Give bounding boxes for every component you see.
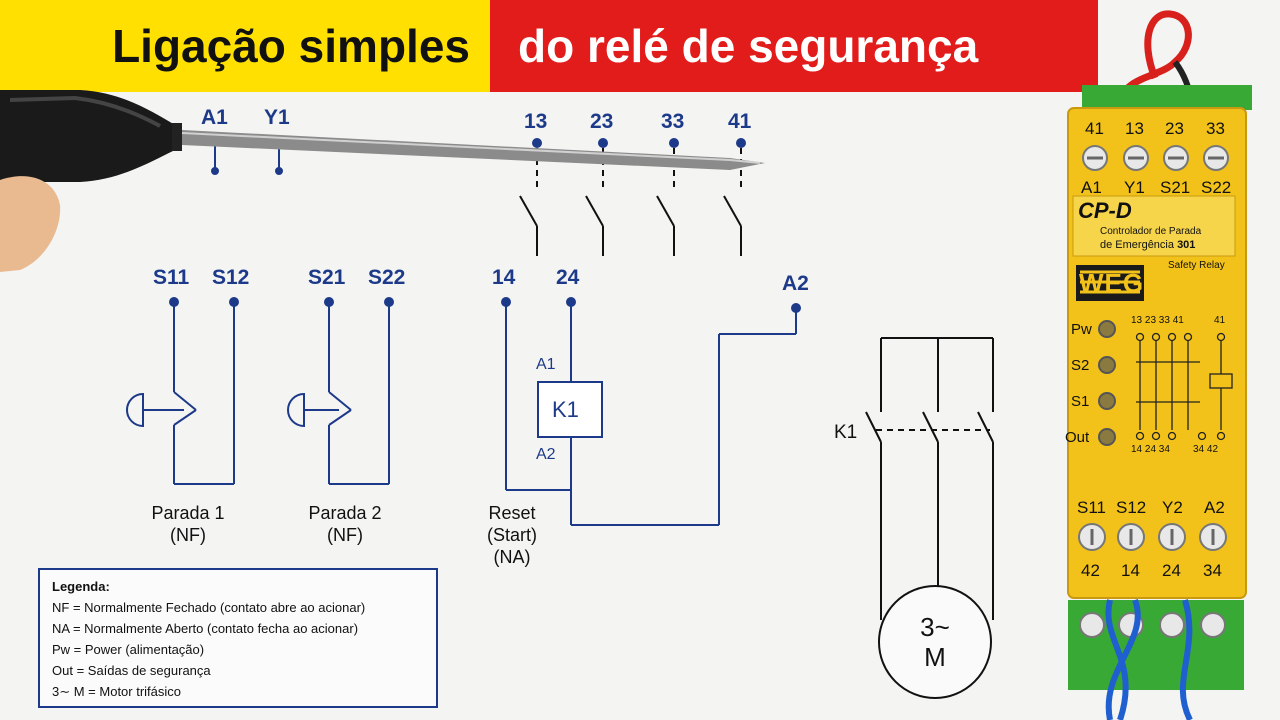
caption-stop-2: Parada 2(NF) <box>308 503 382 545</box>
relay-desc-1: Controlador de Parada <box>1100 226 1202 237</box>
legend-box: Legenda: NF = Normalmente Fechado (conta… <box>38 568 438 708</box>
terminal-41: 41 <box>728 110 752 133</box>
terminal-14: 14 <box>492 266 516 289</box>
relay-bottom-label-2: S12 <box>1116 498 1147 517</box>
relay-bottom-terminal-3: 24 <box>1162 561 1181 580</box>
relay-schematic-bottom-right: 34 42 <box>1193 444 1219 455</box>
terminal-s21: S21 <box>308 266 346 289</box>
legend-item-motor: 3∼ M = Motor trifásico <box>52 684 182 699</box>
terminal-23: 23 <box>590 110 614 133</box>
relay-bottom-terminal-1: 42 <box>1081 561 1100 580</box>
legend-item-na: NA = Normalmente Aberto (contato fecha a… <box>52 621 359 636</box>
relay-bottom-label-3: Y2 <box>1162 498 1183 517</box>
relay-bottom-terminal-4: 34 <box>1203 561 1222 580</box>
relay-led-out: Out <box>1065 429 1090 446</box>
relay-brand: WEG <box>1079 268 1145 298</box>
terminal-33: 33 <box>661 110 685 133</box>
relay-schematic-top-right: 41 <box>1214 315 1226 326</box>
relay-top-label-3: S21 <box>1160 178 1191 197</box>
title-left: Ligação simples <box>0 0 490 92</box>
relay-desc-2: de Emergência 301 <box>1100 239 1196 251</box>
terminal-y1: Y1 <box>264 106 290 129</box>
relay-schematic-bottom: 14 24 34 <box>1131 444 1170 455</box>
title-right: do relé de segurança <box>490 0 1098 92</box>
terminal-a1: A1 <box>201 106 228 129</box>
caption-stop-1: Parada 1(NF) <box>151 503 225 545</box>
relay-top-label-1: A1 <box>1081 178 1102 197</box>
relay-bottom-label-1: S11 <box>1077 498 1106 517</box>
terminal-a2: A2 <box>782 272 809 295</box>
relay-schematic-top: 13 23 33 41 <box>1131 315 1184 326</box>
motor-contactor-label: K1 <box>834 422 858 443</box>
relay-top-terminal-3: 23 <box>1165 119 1184 138</box>
caption-reset: Reset(Start)(NA) <box>486 503 537 567</box>
legend-item-out: Out = Saídas de segurança <box>52 663 211 678</box>
terminal-s12: S12 <box>212 266 250 289</box>
terminal-s22: S22 <box>368 266 406 289</box>
legend-item-nf: NF = Normalmente Fechado (contato abre a… <box>52 600 366 615</box>
legend-item-pw: Pw = Power (alimentação) <box>52 642 205 657</box>
relay-led-pw: Pw <box>1071 321 1092 338</box>
coil-a1-label: A1 <box>536 356 556 373</box>
terminal-s11: S11 <box>153 266 190 289</box>
relay-led-s1: S1 <box>1071 393 1090 410</box>
coil-k1-label: K1 <box>552 397 579 422</box>
relay-model: CP-D <box>1078 198 1132 223</box>
stop-button-2 <box>287 297 394 485</box>
output-contacts <box>519 138 746 256</box>
relay-bottom-label-4: A2 <box>1204 498 1225 517</box>
safety-relay <box>1067 10 1252 720</box>
relay-top-terminal-4: 33 <box>1206 119 1225 138</box>
relay-top-terminal-1: 41 <box>1085 119 1104 138</box>
stop-button-1 <box>126 297 239 485</box>
relay-bottom-terminal-2: 14 <box>1121 561 1140 580</box>
relay-type: Safety Relay <box>1168 260 1225 271</box>
terminal-24: 24 <box>556 266 580 289</box>
motor-circuit <box>865 337 994 699</box>
coil-a2-label: A2 <box>536 446 556 463</box>
relay-top-label-4: S22 <box>1201 178 1232 197</box>
relay-top-label-2: Y1 <box>1124 178 1145 197</box>
screwdriver <box>0 90 765 272</box>
terminal-13: 13 <box>524 110 548 133</box>
legend-heading: Legenda: <box>52 579 110 594</box>
relay-top-terminal-2: 13 <box>1125 119 1144 138</box>
reset-circuit <box>501 297 801 526</box>
relay-led-s2: S2 <box>1071 357 1090 374</box>
motor-symbol: 3~M <box>920 612 950 672</box>
